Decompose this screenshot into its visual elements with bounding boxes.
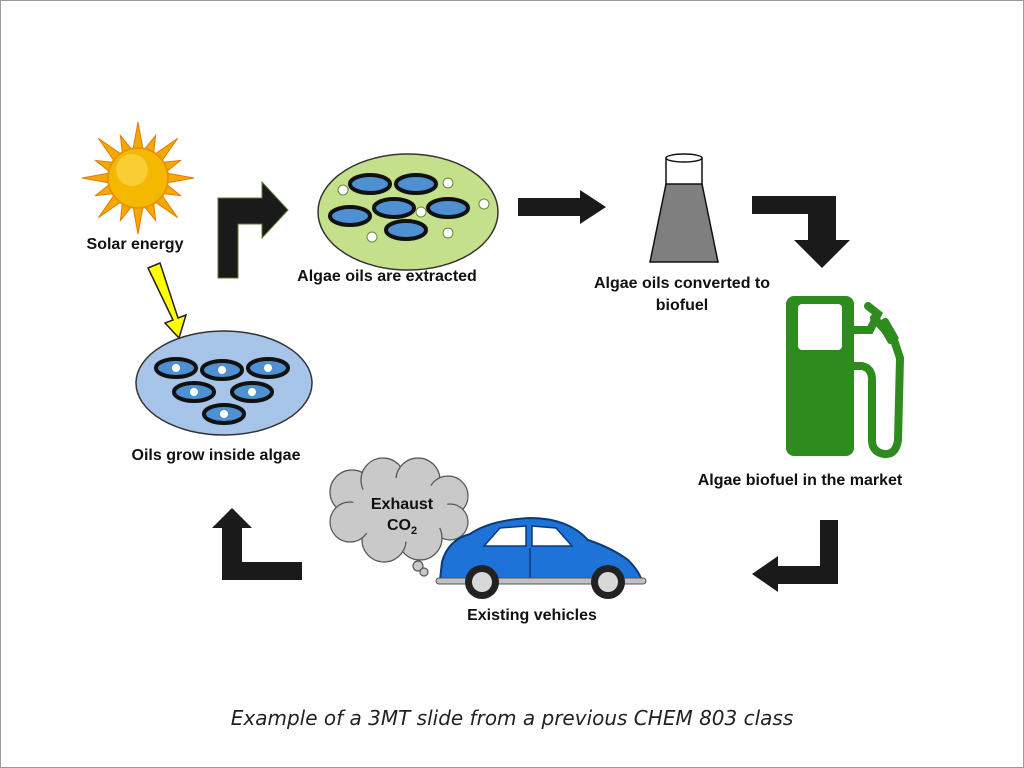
arrow-elbow-right-down — [752, 196, 850, 268]
label-oils-grow: Oils grow inside algae — [131, 447, 301, 464]
fuel-pump-icon — [786, 296, 904, 459]
label-biofuel-market: Algae biofuel in the market — [697, 472, 903, 489]
solar-to-algae-arrow — [146, 261, 188, 340]
slide-caption: Example of a 3MT slide from a previous C… — [230, 706, 794, 730]
arrow-elbow-up-right — [217, 180, 289, 279]
sun-ray — [132, 121, 144, 149]
exhaust-label: Exhaust CO2 — [354, 494, 450, 542]
label-solar-energy: Solar energy — [86, 236, 184, 253]
co2-base: CO — [386, 517, 411, 534]
exhaust-cloud-icon — [329, 457, 469, 577]
co2-subscript: 2 — [410, 525, 418, 538]
sun-ray — [132, 207, 144, 235]
algae-extract-icon — [317, 153, 499, 271]
sun-ray — [167, 172, 195, 184]
arrow-elbow-left-up — [212, 508, 302, 580]
exhaust-word: Exhaust — [370, 496, 434, 513]
label-existing-vehicles: Existing vehicles — [467, 607, 597, 624]
arrow-elbow-down-left — [752, 520, 838, 592]
label-oils-extracted: Algae oils are extracted — [297, 268, 477, 285]
label-oils-converted-line2: biofuel — [655, 297, 709, 314]
label-oils-converted-line1: Algae oils converted to — [593, 275, 771, 292]
algae-grow-icon — [135, 330, 313, 436]
car-icon — [435, 516, 647, 599]
sun-icon — [81, 121, 195, 235]
label-oils-converted: Algae oils converted to biofuel — [572, 273, 792, 317]
sun-ray — [81, 172, 109, 184]
co2-formula: CO2 — [354, 515, 450, 542]
arrow-right — [518, 190, 606, 224]
flask-icon — [649, 153, 719, 263]
